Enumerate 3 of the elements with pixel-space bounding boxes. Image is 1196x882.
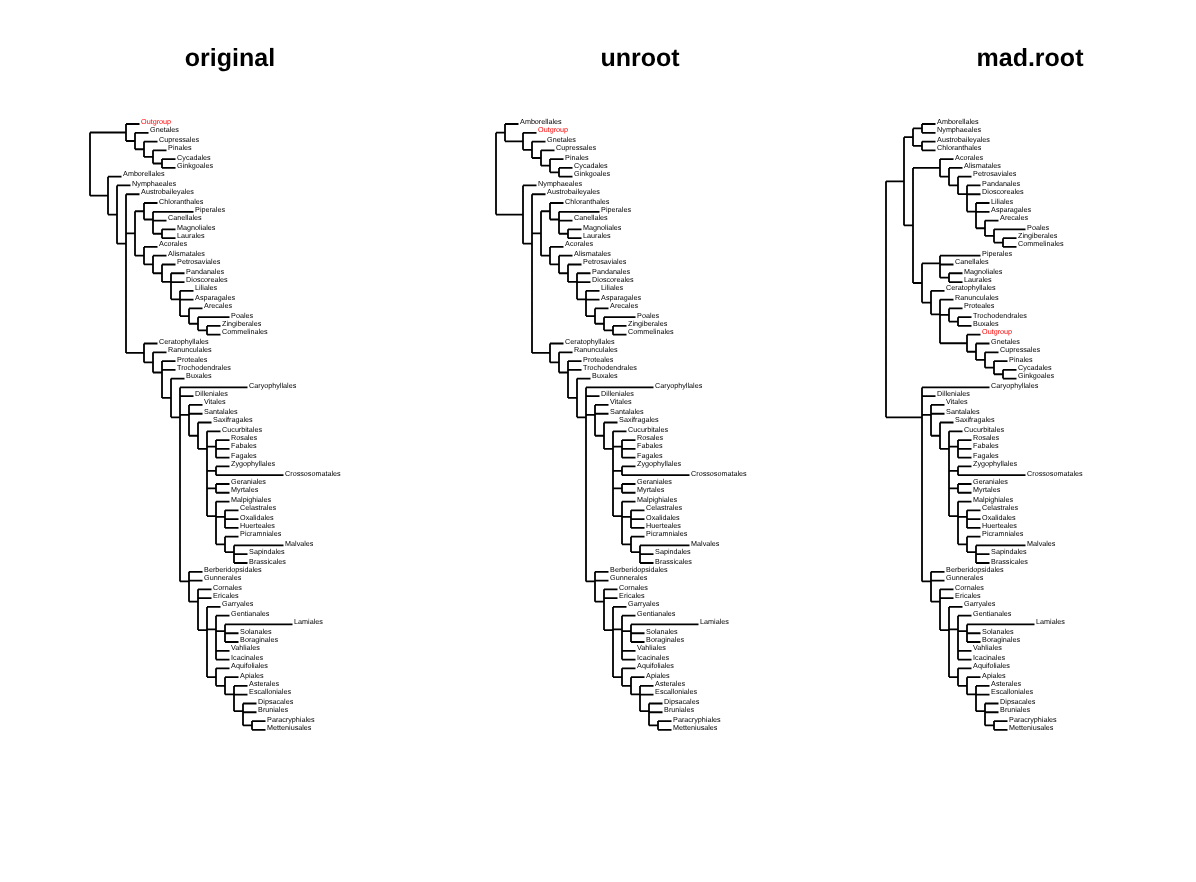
panel-title: original [184, 46, 276, 71]
panel-title: mad.root [976, 46, 1084, 71]
panel-title: unroot [600, 46, 680, 71]
